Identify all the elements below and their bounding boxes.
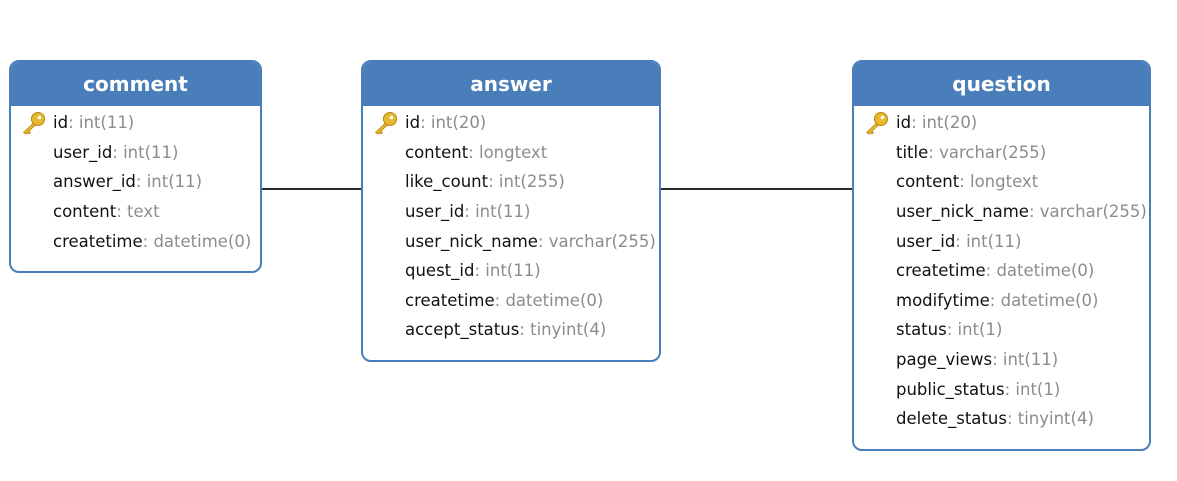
field-type: : datetime(0) xyxy=(985,261,1095,281)
field-name: content xyxy=(53,202,117,222)
field-type: : int(1) xyxy=(946,320,1003,340)
field-name: public_status xyxy=(896,379,1005,399)
field-name: answer_id xyxy=(53,172,136,192)
field-row[interactable]: user_nick_name: varchar(255) xyxy=(854,197,1149,227)
field-type: : varchar(255) xyxy=(928,142,1047,162)
key-icon xyxy=(21,111,47,135)
field-row[interactable]: page_views: int(11) xyxy=(854,345,1149,375)
field-row[interactable]: user_id: int(11) xyxy=(11,138,260,168)
field-type: : int(20) xyxy=(911,113,978,133)
field-type: : int(11) xyxy=(992,350,1059,370)
field-type: : tinyint(4) xyxy=(519,320,607,340)
field-row[interactable]: id: int(20) xyxy=(854,108,1149,138)
field-type: : datetime(0) xyxy=(494,290,604,310)
field-list: id: int(11)user_id: int(11)answer_id: in… xyxy=(11,106,260,256)
field-row[interactable]: public_status: int(1) xyxy=(854,374,1149,404)
table-header: comment xyxy=(11,62,260,106)
field-name: page_views xyxy=(896,350,993,370)
relation-comment-answer xyxy=(262,188,362,190)
field-name: id xyxy=(405,113,421,133)
field-type: : datetime(0) xyxy=(142,231,252,251)
field-type: : int(11) xyxy=(955,231,1022,251)
field-name: status xyxy=(896,320,947,340)
field-type: : text xyxy=(116,202,160,222)
field-type: : int(11) xyxy=(464,202,531,222)
field-row[interactable]: createtime: datetime(0) xyxy=(11,226,260,256)
field-type: : varchar(255) xyxy=(537,231,656,251)
field-name: delete_status xyxy=(896,409,1007,429)
field-type: : longtext xyxy=(959,172,1039,192)
field-name: id xyxy=(53,113,69,133)
field-name: like_count xyxy=(405,172,489,192)
field-name: user_id xyxy=(53,142,113,162)
key-icon xyxy=(864,111,890,135)
table-header: question xyxy=(854,62,1149,106)
field-row[interactable]: like_count: int(255) xyxy=(363,167,659,197)
field-row[interactable]: content: text xyxy=(11,197,260,227)
field-name: content xyxy=(405,142,469,162)
field-type: : tinyint(4) xyxy=(1006,409,1094,429)
field-name: user_nick_name xyxy=(405,231,538,251)
field-row[interactable]: content: longtext xyxy=(363,138,659,168)
field-type: : int(11) xyxy=(135,172,203,192)
field-name: user_id xyxy=(405,202,465,222)
table-header: answer xyxy=(363,62,659,106)
field-type: : int(11) xyxy=(474,261,541,281)
table-comment[interactable]: comment id: int(11)user_id: int(11)answe… xyxy=(9,60,262,273)
field-row[interactable]: answer_id: int(11) xyxy=(11,167,260,197)
field-type: : longtext xyxy=(468,142,548,162)
table-question[interactable]: question id: int(20)title: varchar(255)c… xyxy=(852,60,1151,451)
field-row[interactable]: quest_id: int(11) xyxy=(363,256,659,286)
field-name: createtime xyxy=(405,290,495,310)
field-type: : int(20) xyxy=(420,113,487,133)
field-type: : int(11) xyxy=(112,142,179,162)
field-row[interactable]: id: int(11) xyxy=(11,108,260,138)
field-row[interactable]: id: int(20) xyxy=(363,108,659,138)
field-name: user_nick_name xyxy=(896,202,1029,222)
field-row[interactable]: createtime: datetime(0) xyxy=(854,256,1149,286)
field-name: id xyxy=(896,113,912,133)
field-list: id: int(20)title: varchar(255)content: l… xyxy=(854,106,1149,434)
field-row[interactable]: title: varchar(255) xyxy=(854,138,1149,168)
key-icon xyxy=(373,111,399,135)
field-row[interactable]: createtime: datetime(0) xyxy=(363,286,659,316)
field-row[interactable]: user_id: int(11) xyxy=(854,226,1149,256)
field-name: accept_status xyxy=(405,320,520,340)
field-name: createtime xyxy=(53,231,143,251)
field-name: user_id xyxy=(896,231,956,251)
field-row[interactable]: status: int(1) xyxy=(854,315,1149,345)
field-row[interactable]: content: longtext xyxy=(854,167,1149,197)
field-row[interactable]: accept_status: tinyint(4) xyxy=(363,315,659,345)
relation-answer-question xyxy=(660,188,853,190)
field-row[interactable]: user_id: int(11) xyxy=(363,197,659,227)
field-type: : int(1) xyxy=(1004,379,1061,399)
field-name: title xyxy=(896,142,929,162)
field-type: : int(255) xyxy=(488,172,565,192)
field-name: createtime xyxy=(896,261,986,281)
field-name: quest_id xyxy=(405,261,475,281)
field-row[interactable]: user_nick_name: varchar(255) xyxy=(363,226,659,256)
field-name: content xyxy=(896,172,960,192)
field-row[interactable]: modifytime: datetime(0) xyxy=(854,286,1149,316)
field-row[interactable]: delete_status: tinyint(4) xyxy=(854,404,1149,434)
field-name: modifytime xyxy=(896,290,990,310)
field-type: : varchar(255) xyxy=(1028,202,1147,222)
field-type: : datetime(0) xyxy=(989,290,1099,310)
field-type: : int(11) xyxy=(68,113,135,133)
